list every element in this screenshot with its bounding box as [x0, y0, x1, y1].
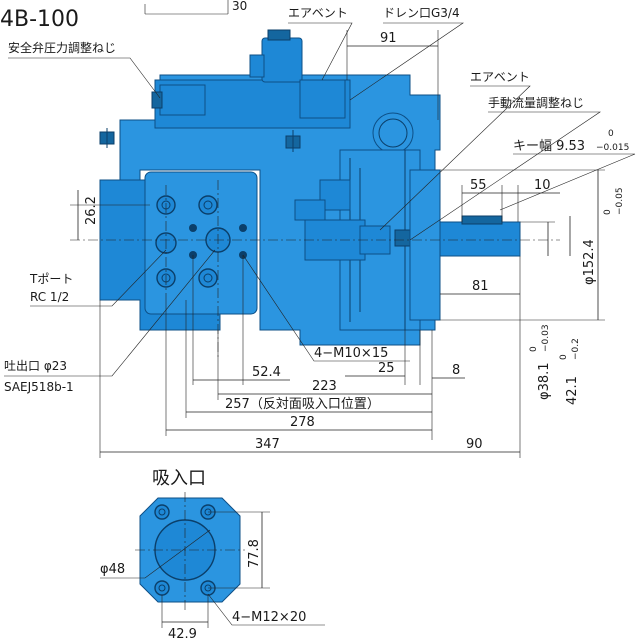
dim-42-1: 42.1 — [565, 376, 580, 405]
dim-223: 223 — [312, 379, 337, 394]
top-partial-dim: 30 — [232, 0, 247, 13]
dim-91: 91 — [380, 31, 397, 46]
drain-port-label: ドレン口G3/4 — [383, 6, 460, 20]
key-width-tol-lower: −0.015 — [596, 143, 629, 153]
air-vent-top-label: エアベント — [288, 6, 348, 20]
dim-90: 90 — [466, 437, 483, 452]
inlet-title: 吸入口 — [152, 468, 206, 489]
dim-257: 257（反対面吸入口位置） — [225, 397, 380, 412]
dim-8: 8 — [452, 363, 460, 378]
dim-phi38-1: φ38.1 — [537, 362, 552, 400]
air-vent-right-label: エアベント — [470, 70, 530, 84]
dim-52-4: 52.4 — [252, 365, 281, 380]
dim-77-8: 77.8 — [247, 539, 262, 568]
discharge-label-1: 吐出口 φ23 — [4, 359, 67, 373]
dim-phi152-4: φ152.4 — [582, 239, 597, 285]
phi152-4-tol-lower: −0.05 — [615, 187, 625, 215]
dim-347: 347 — [255, 437, 280, 452]
dim-55: 55 — [470, 178, 487, 193]
safety-valve-label: 安全弁圧力調整ねじ — [8, 40, 116, 55]
bolts-m10-label: 4−M10×15 — [314, 346, 388, 361]
dim-278: 278 — [290, 415, 315, 430]
phi38-1-tol-lower: −0.03 — [541, 324, 551, 352]
dim-26-2: 26.2 — [84, 196, 99, 225]
d42-1-tol-lower: −0.2 — [571, 338, 581, 360]
dim-42-9: 42.9 — [168, 627, 197, 641]
inlet-flange — [135, 492, 245, 610]
phi38-1-tol-upper: 0 — [529, 346, 539, 352]
manual-flow-label: 手動流量調整ねじ — [488, 95, 584, 110]
phi152-4-tol-upper: 0 — [603, 209, 613, 215]
key-width-tol-upper: 0 — [608, 129, 614, 139]
bolts-m12-label: 4−M12×20 — [232, 610, 306, 625]
key-width-label: キー幅 9.53 — [513, 139, 585, 154]
phi48-label: φ48 — [100, 562, 125, 577]
t-port-label-2: RC 1/2 — [30, 290, 69, 304]
pump-body — [99, 29, 521, 346]
dim-25: 25 — [378, 361, 395, 376]
t-port-label-1: Tポート — [29, 272, 73, 286]
dim-81: 81 — [472, 279, 489, 294]
dim-10: 10 — [534, 178, 551, 193]
model-title: 4B-100 — [0, 7, 79, 32]
d42-1-tol-upper: 0 — [559, 354, 569, 360]
discharge-label-2: SAEJ518b-1 — [4, 380, 74, 394]
